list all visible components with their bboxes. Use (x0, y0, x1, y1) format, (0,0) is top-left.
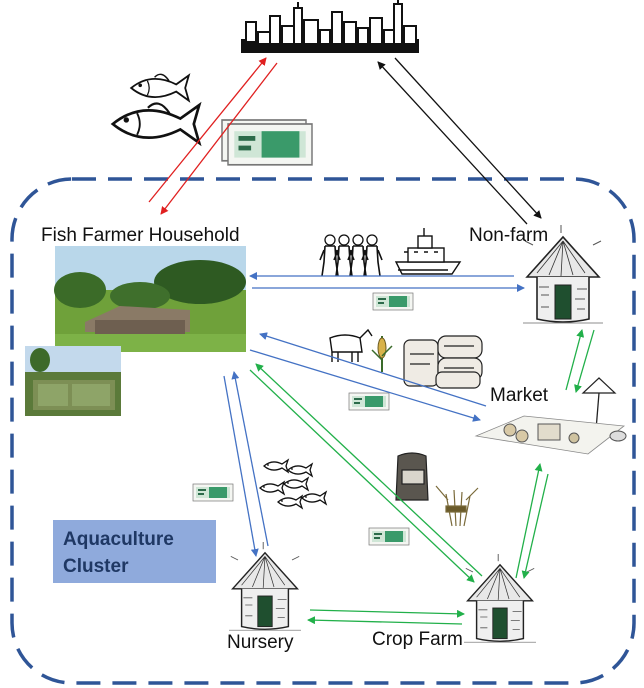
label-fish-farmer-household: Fish Farmer Household (41, 225, 240, 246)
boat-icon (394, 228, 462, 275)
city-nonfarm-flow (377, 57, 542, 225)
money-flows (223, 272, 525, 557)
banknote-icon (220, 118, 314, 167)
label-nursery: Nursery (227, 632, 294, 653)
household-photo (54, 246, 246, 352)
cluster-label-line2: Cluster (63, 556, 129, 577)
pond-photo (25, 346, 121, 416)
people-icon (319, 234, 383, 277)
label-non-farm: Non-farm (469, 225, 549, 246)
rice-sacks-icon (403, 335, 483, 389)
city-skyline-icon (241, 0, 419, 53)
corn-icon (371, 336, 393, 372)
cluster-label-line1: Aquaculture (63, 529, 174, 550)
rice-bundle-icon (435, 485, 479, 527)
goat-icon (329, 328, 373, 362)
crop-farm-hut-icon (463, 553, 537, 643)
fish-icon (111, 73, 201, 145)
fish-school-icon (259, 459, 327, 509)
product-flows (249, 329, 595, 625)
label-crop-farm: Crop Farm (372, 629, 463, 650)
banknote-icon (192, 483, 234, 502)
label-market: Market (490, 385, 549, 406)
banknote-icon (372, 292, 414, 311)
grain-sack-icon (395, 452, 429, 501)
banknote-icon (368, 527, 410, 546)
banknote-icon (348, 392, 390, 411)
aquaculture-cluster-label: Aquaculture Cluster (53, 520, 216, 583)
market-stall-icon (474, 377, 627, 455)
nursery-hut-icon (228, 541, 302, 631)
city-household-flow (148, 57, 278, 215)
